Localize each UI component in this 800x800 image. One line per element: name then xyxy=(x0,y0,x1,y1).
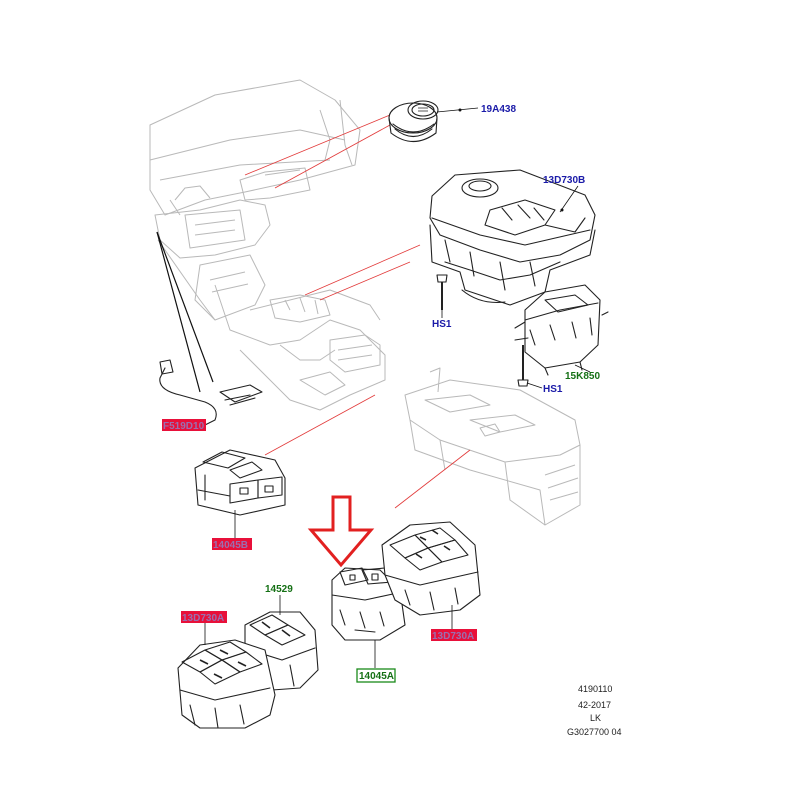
label-14529-text: 14529 xyxy=(265,584,293,595)
label-14045A-text: 14045A xyxy=(359,671,394,682)
label-13D730B: 13D730B xyxy=(543,175,585,186)
label-F519D10: F519D10 xyxy=(162,419,206,432)
label-14529: 14529 xyxy=(265,584,293,595)
label-14045B: 14045B xyxy=(212,538,252,551)
label-14045A: 14045A xyxy=(356,668,396,683)
down-arrow-icon xyxy=(307,495,375,568)
label-13D730A-left: 13D730A xyxy=(181,611,227,624)
part-13D730A-left-switch xyxy=(177,620,276,729)
label-hs1-top-text: HS1 xyxy=(432,319,452,330)
label-F519D10-text: F519D10 xyxy=(163,421,205,432)
meta-line-1: 4190110 xyxy=(578,684,612,694)
part-19A438-start-button xyxy=(388,100,479,143)
label-19A438: 19A438 xyxy=(481,104,516,115)
part-13D730B-control-module xyxy=(429,169,596,306)
part-F519D10-harness xyxy=(159,359,263,426)
label-15K850: 15K850 xyxy=(565,371,600,382)
label-13D730A-right-text: 13D730A xyxy=(432,631,474,642)
label-13D730A-left-text: 13D730A xyxy=(182,613,224,624)
part-hs1-screw-right xyxy=(517,345,543,389)
label-hs1-top: HS1 xyxy=(432,319,452,330)
label-19A438-text: 19A438 xyxy=(481,104,516,115)
label-13D730B-text: 13D730B xyxy=(543,175,585,186)
meta-line-4: G3027700 04 xyxy=(567,727,622,737)
label-hs1-right: HS1 xyxy=(543,384,563,395)
label-14045B-text: 14045B xyxy=(213,540,248,551)
meta-line-3: LK xyxy=(590,713,601,723)
part-hs1-screw-top xyxy=(436,274,448,318)
dashboard-illustration xyxy=(149,79,581,526)
illustration-meta: 4190110 42-2017 LK G3027700 04 xyxy=(567,684,622,737)
part-14045B-switch xyxy=(194,449,286,540)
label-13D730A-right: 13D730A xyxy=(431,629,477,642)
leader-lines xyxy=(244,114,471,509)
label-15K850-text: 15K850 xyxy=(565,371,600,382)
wire-leaders xyxy=(156,231,214,393)
label-hs1-right-text: HS1 xyxy=(543,384,563,395)
part-14045A-switch xyxy=(331,567,406,668)
meta-line-2: 42-2017 xyxy=(578,700,611,710)
part-15K850-module xyxy=(514,284,609,376)
part-13D730A-right-switch xyxy=(381,521,481,630)
